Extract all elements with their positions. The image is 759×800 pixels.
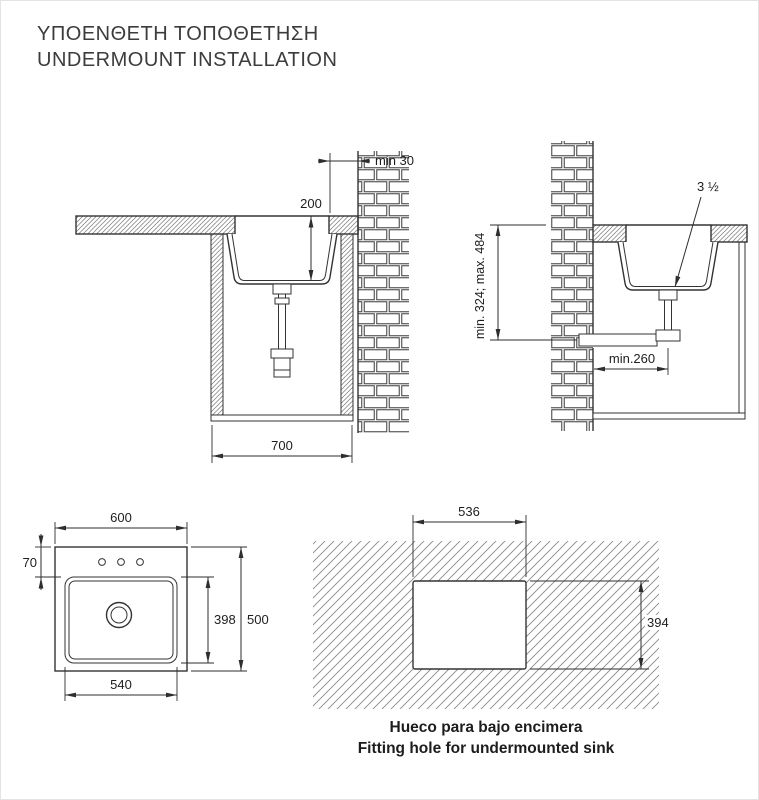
drain-wall-pipe <box>578 333 658 347</box>
drain-trap-body <box>273 357 291 378</box>
countertop-right-section <box>328 215 359 235</box>
dim-wall-gap-label: min 30 <box>375 153 414 168</box>
cabinet-bottom <box>210 414 354 422</box>
cabinet-bottom <box>592 412 746 420</box>
drain-hole-outer <box>105 601 133 629</box>
cutout-hole <box>412 580 527 670</box>
dim-hole-height-label: 394 <box>647 615 669 630</box>
sink-bowl-outer <box>226 233 338 285</box>
dim-overall-width-label: 600 <box>110 510 132 525</box>
brick-wall <box>551 141 593 431</box>
cabinet-left-wall <box>210 233 224 418</box>
countertop-left-section <box>592 224 627 243</box>
drain-elbow-nut <box>655 329 681 342</box>
countertop-right-section <box>710 224 748 243</box>
dim-hole-width-label: 536 <box>458 504 480 519</box>
dim-cabinet-width-label: 700 <box>271 438 293 453</box>
sink-top-view-diagram: 600 70 398 500 540 <box>23 510 269 701</box>
dim-wall-distance-label: min.260 <box>609 351 655 366</box>
side-section-diagram: 3 ½ min. 324; max. 484 min.260 <box>473 141 748 431</box>
dim-overall-depth-label: 500 <box>247 612 269 627</box>
leader-line <box>674 196 702 288</box>
faucet-hole <box>98 558 106 566</box>
drain-strainer <box>658 289 678 301</box>
dim-height-range-label: min. 324; max. 484 <box>473 233 487 339</box>
faucet-hole <box>136 558 144 566</box>
drain-collar <box>274 297 290 305</box>
dim-drain-size-label: 3 ½ <box>697 179 719 194</box>
faucet-hole <box>117 558 125 566</box>
front-section-diagram: min 30 200 700 <box>75 151 414 463</box>
brick-wall <box>358 151 409 433</box>
title-greek: ΥΠΟΕΝΘΕΤΗ ΤΟΠΟΘΕΤΗΣΗ <box>37 23 319 45</box>
title-english: UNDERMOUNT INSTALLATION <box>37 49 338 71</box>
countertop-left-section <box>75 215 236 235</box>
cutout-captions: Hueco para bajo encimera Fitting hole fo… <box>301 717 671 759</box>
label-backing <box>645 615 672 630</box>
bowl-outline-inner <box>68 580 174 660</box>
page-title: ΥΠΟΕΝΘΕΤΗ ΤΟΠΟΘΕΤΗΣΗ UNDERMOUNT INSTALLA… <box>37 21 337 73</box>
drain-nut <box>270 348 294 359</box>
cutout-diagram: 536 394 <box>313 504 672 709</box>
caption-spanish: Hueco para bajo encimera <box>389 719 583 736</box>
dim-bowl-width-label: 540 <box>110 677 132 692</box>
cabinet-right-wall <box>340 233 354 418</box>
caption-english: Fitting hole for undermounted sink <box>357 740 615 757</box>
dim-rim-label: 70 <box>23 555 37 570</box>
drain-hole-inner <box>110 606 128 624</box>
sink-bowl-inner <box>231 233 333 281</box>
sink-bowl-inner <box>622 241 714 287</box>
dim-bowl-length-label: 398 <box>214 612 236 627</box>
drain-strainer <box>272 283 292 295</box>
dim-bowl-depth-label: 200 <box>300 196 322 211</box>
sink-bowl-outer <box>617 241 719 291</box>
